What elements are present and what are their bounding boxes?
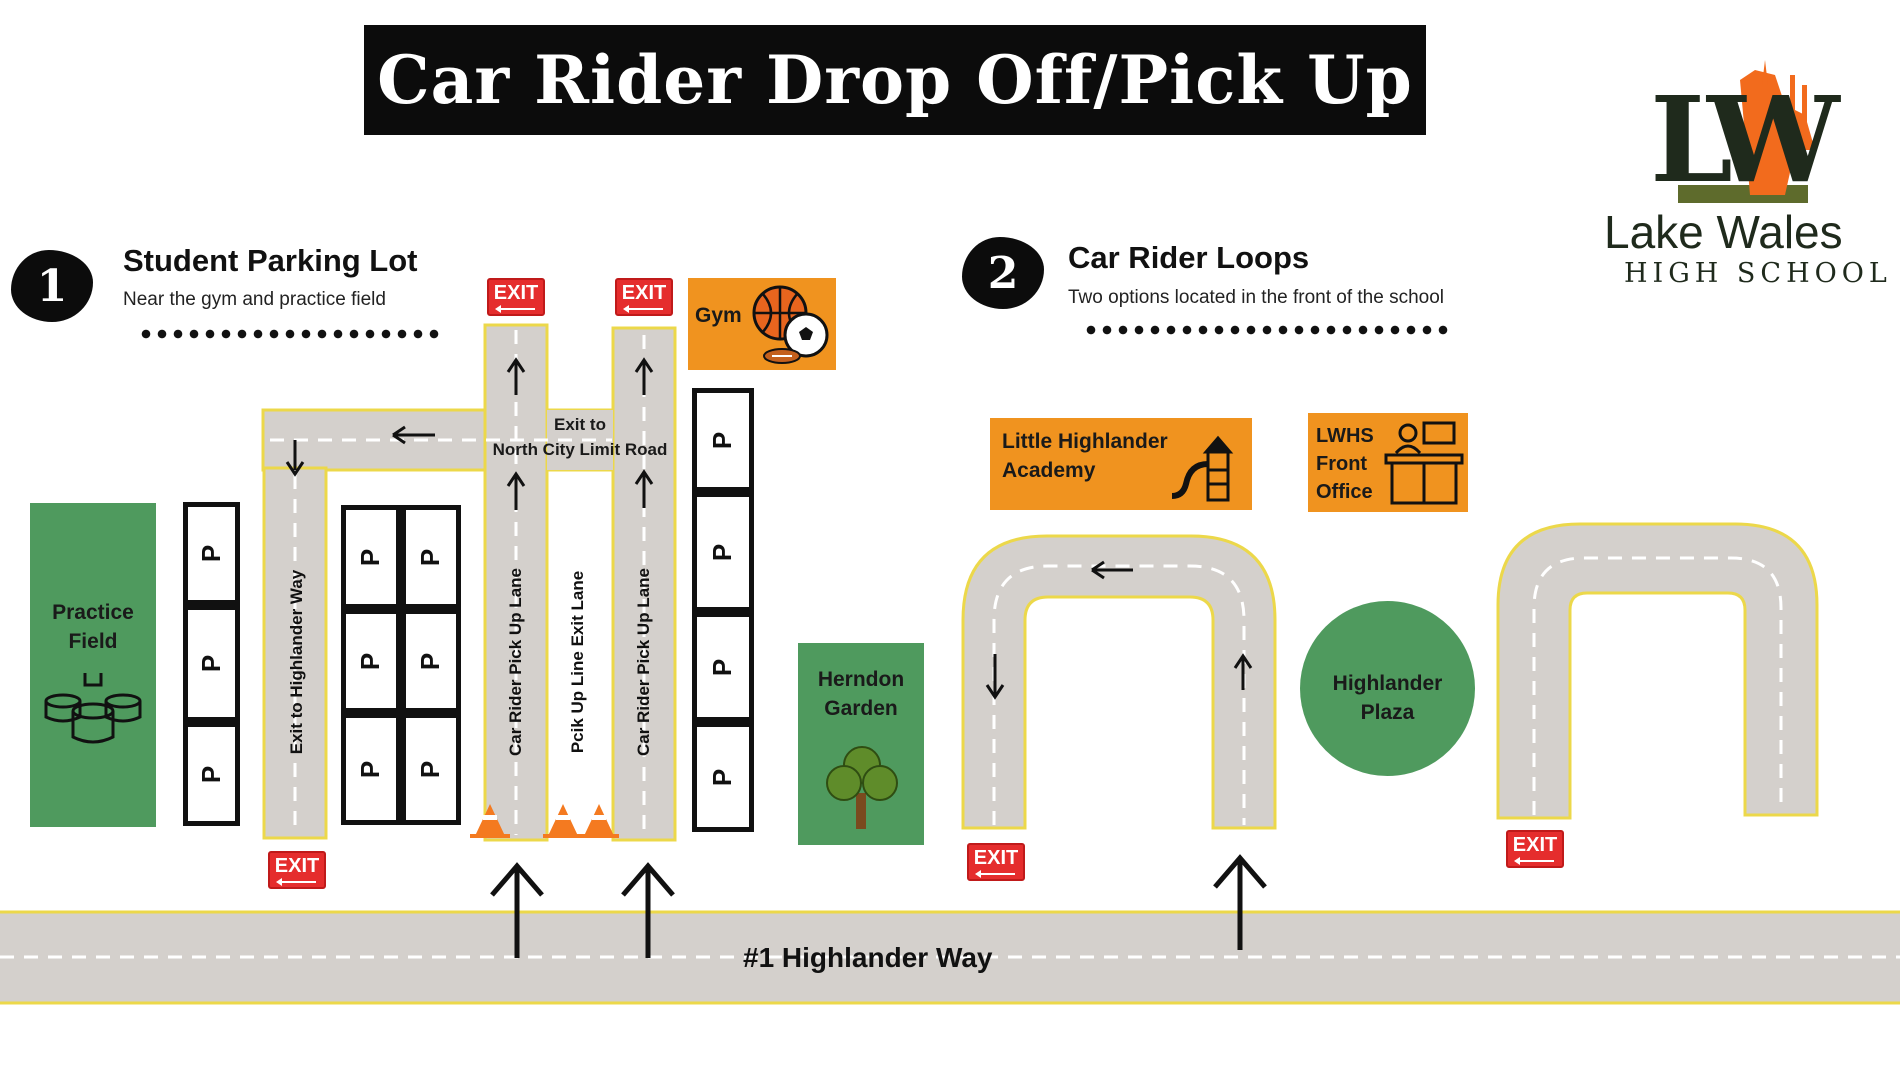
gym: Gym (688, 278, 836, 370)
parking-spot: P (341, 713, 401, 825)
logo-subname: HIGH SCHOOL (1624, 258, 1892, 289)
logo-name: Lake Wales (1604, 206, 1843, 258)
exit-sign: EXIT (967, 843, 1025, 881)
traffic-cone-icon (470, 804, 619, 838)
arrow-icon (285, 357, 1253, 700)
highlander-plaza: Highlander Plaza (1300, 601, 1475, 776)
parking-spot: P (341, 505, 401, 609)
car-loop-2 (1496, 522, 1819, 820)
exit-sign: EXIT (268, 851, 326, 889)
front-office: LWHS Front Office (1308, 413, 1468, 512)
logo-mark-icon (1678, 60, 1815, 203)
school-logo: LW Lake Wales HIGH SCHOOL (1590, 55, 1890, 295)
playground-icon (1171, 435, 1234, 502)
parking-spot: P (183, 605, 240, 722)
lane-label-exit-highlander: Exit to Highlander Way (287, 569, 306, 755)
parking-spot: P (401, 505, 461, 609)
main-road-label: #1 Highlander Way (743, 942, 993, 973)
lane-label-exit-lane: Pcik Up Line Exit Lane (568, 570, 587, 754)
sports-balls-icon (752, 285, 829, 364)
front-desk-icon (1384, 421, 1464, 505)
title-banner: Car Rider Drop Off/Pick Up (364, 25, 1426, 135)
logo-monogram: LW (1650, 70, 1840, 209)
section1-title: Student Parking Lot (123, 243, 418, 278)
parking-spot: P (401, 713, 461, 825)
entry-arrow-icon (490, 854, 1267, 958)
parking-spot: P (692, 388, 754, 492)
parking-spot: P (341, 609, 401, 713)
lane-label-pickup-1: Car Rider Pick Up Lane (506, 568, 525, 757)
section1-subtitle: Near the gym and practice field (123, 289, 386, 310)
tree-icon (826, 746, 898, 829)
car-loop-1 (961, 534, 1277, 830)
lane-label-pickup-2: Car Rider Pick Up Lane (634, 568, 653, 757)
practice-field: Practice Field (30, 503, 156, 827)
herndon-garden: Herndon Garden (798, 643, 924, 845)
parking-spot: P (692, 722, 754, 832)
drum-icon (44, 673, 142, 744)
parking-spot: P (183, 722, 240, 826)
section2-divider (1085, 324, 1450, 336)
step-badge-2: 2 (962, 237, 1044, 309)
page-title: Car Rider Drop Off/Pick Up (377, 41, 1413, 119)
parking-spot: P (692, 492, 754, 612)
parking-spot: P (692, 612, 754, 722)
little-highlander-academy: Little Highlander Academy (990, 418, 1252, 510)
exit-sign: EXIT (487, 278, 545, 316)
section1-divider (140, 328, 440, 340)
parking-spot: P (183, 502, 240, 605)
lane-label-exit-north: Exit to North City Limit Road (492, 415, 668, 459)
step-badge-1: 1 (11, 250, 93, 322)
parking-spot: P (401, 609, 461, 713)
section2-title: Car Rider Loops (1068, 240, 1310, 275)
exit-sign: EXIT (1506, 830, 1564, 868)
section2-subtitle: Two options located in the front of the … (1068, 287, 1445, 308)
exit-sign: EXIT (615, 278, 673, 316)
